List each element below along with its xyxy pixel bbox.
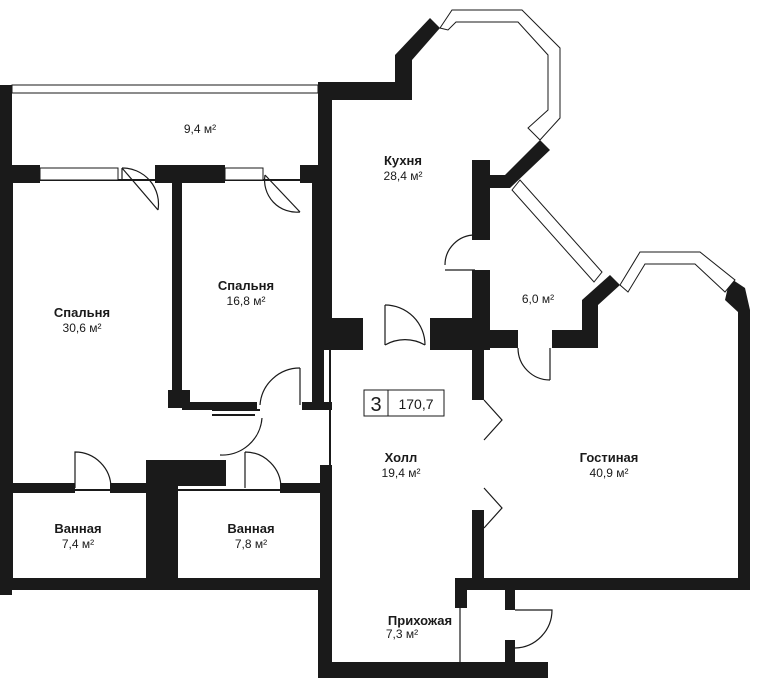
room-labels: 9,4 м² Кухня 28,4 м² 6,0 м² Спальня 30,6… — [54, 122, 638, 641]
hall-name: Холл — [385, 450, 418, 465]
balcony-area: 9,4 м² — [184, 122, 216, 136]
bath2-name: Ванная — [227, 521, 274, 536]
windows — [11, 9, 736, 293]
living-name: Гостиная — [580, 450, 639, 465]
bedroom1-name: Спальня — [54, 305, 110, 320]
doors — [74, 167, 553, 662]
bath1-area: 7,4 м² — [62, 537, 94, 551]
room-count: 3 — [370, 394, 381, 416]
bedroom2-name: Спальня — [218, 278, 274, 293]
hall-area: 19,4 м² — [382, 466, 421, 480]
total-area: 170,7 — [398, 396, 433, 412]
apartment-badge: 3 170,7 — [363, 389, 445, 417]
loggia-area: 6,0 м² — [522, 292, 554, 306]
entry-area: 7,3 м² — [386, 627, 418, 641]
walls — [0, 18, 750, 678]
entry-name: Прихожая — [388, 613, 452, 628]
living-area: 40,9 м² — [590, 466, 629, 480]
bedroom1-area: 30,6 м² — [63, 321, 102, 335]
kitchen-area: 28,4 м² — [384, 169, 423, 183]
bath2-area: 7,8 м² — [235, 537, 267, 551]
bedroom2-area: 16,8 м² — [227, 294, 266, 308]
bath1-name: Ванная — [54, 521, 101, 536]
kitchen-name: Кухня — [384, 153, 422, 168]
